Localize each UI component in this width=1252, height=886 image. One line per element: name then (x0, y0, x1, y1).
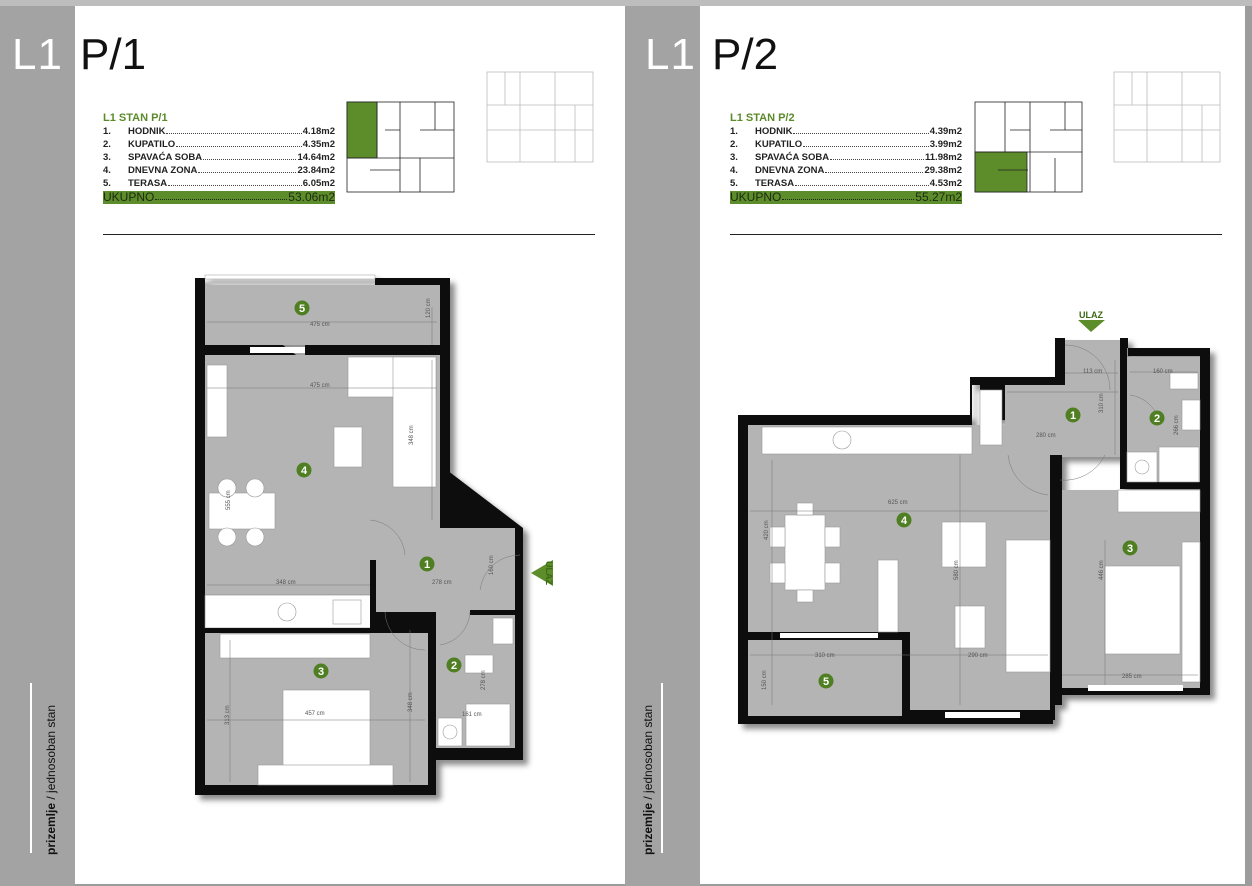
floor-plan-p2: ULAZ 113 cm 160 cm 310 cm 280 cm 266 cm … (738, 310, 1210, 724)
svg-text:3: 3 (1127, 543, 1133, 555)
svg-text:4: 4 (901, 515, 908, 527)
svg-text:160 cm: 160 cm (1153, 369, 1173, 375)
key-plan-thumbnail (974, 101, 1083, 193)
svg-text:285 cm: 285 cm (1122, 674, 1142, 680)
svg-text:290 cm: 290 cm (968, 653, 988, 659)
divider (730, 234, 1222, 235)
svg-text:278 cm: 278 cm (481, 670, 487, 690)
svg-text:161 cm: 161 cm (462, 712, 482, 718)
svg-text:113 cm: 113 cm (1083, 369, 1102, 375)
svg-text:3: 3 (318, 666, 324, 678)
level-label: L1 (645, 30, 696, 79)
table-heading: L1 STAN P/2 (730, 112, 795, 124)
svg-text:5: 5 (823, 676, 829, 688)
svg-text:310 cm: 310 cm (815, 653, 835, 659)
sidebar-left (0, 6, 75, 886)
svg-text:555 cm: 555 cm (226, 490, 232, 510)
level-label: L1 (12, 30, 63, 79)
unit-title: P/2 (712, 30, 779, 79)
building-outline-thumbnail (486, 71, 594, 163)
room-number-markers: 5 4 1 2 3 (294, 300, 462, 679)
svg-text:2: 2 (1154, 413, 1160, 425)
entry-label: ULAZ (544, 561, 554, 585)
svg-text:313 cm: 313 cm (225, 705, 231, 725)
building-outline-thumbnail (1113, 71, 1221, 163)
svg-text:150 cm: 150 cm (762, 670, 768, 690)
svg-text:160 cm: 160 cm (489, 555, 495, 575)
svg-text:457 cm: 457 cm (305, 711, 325, 717)
svg-text:278 cm: 278 cm (432, 580, 452, 586)
top-border (0, 0, 1252, 6)
svg-text:280 cm: 280 cm (1036, 433, 1056, 439)
svg-text:625 cm: 625 cm (888, 500, 908, 506)
unit-title: P/1 (80, 30, 147, 79)
svg-text:1: 1 (424, 559, 430, 571)
svg-text:580 cm: 580 cm (954, 560, 960, 580)
svg-text:120 cm: 120 cm (426, 298, 432, 318)
svg-text:310 cm: 310 cm (1099, 393, 1105, 413)
svg-text:5: 5 (299, 303, 305, 315)
entry-arrow-icon (1078, 320, 1105, 332)
svg-text:475 cm: 475 cm (310, 322, 330, 328)
divider (661, 683, 663, 853)
svg-text:4: 4 (301, 465, 308, 477)
divider (30, 683, 32, 853)
svg-text:266 cm: 266 cm (1174, 415, 1180, 435)
svg-text:475 cm: 475 cm (310, 383, 330, 389)
svg-text:348 cm: 348 cm (408, 692, 414, 712)
svg-text:348 cm: 348 cm (276, 580, 296, 586)
svg-text:446 cm: 446 cm (1099, 560, 1105, 580)
entry-arrow-icon (531, 560, 553, 586)
floor-plan-p1: ULAZ 475 cm 120 cm 475 cm 348 cm 555 cm … (195, 274, 554, 795)
svg-text:2: 2 (451, 660, 457, 672)
room-number-markers: 1 2 3 4 5 (818, 407, 1165, 689)
svg-text:420 cm: 420 cm (764, 520, 770, 540)
svg-text:348 cm: 348 cm (409, 425, 415, 445)
key-plan-thumbnail (346, 101, 455, 193)
entry-label: ULAZ (1079, 310, 1103, 320)
svg-text:1: 1 (1070, 410, 1076, 422)
divider (103, 234, 595, 235)
table-heading: L1 STAN P/1 (103, 112, 168, 124)
